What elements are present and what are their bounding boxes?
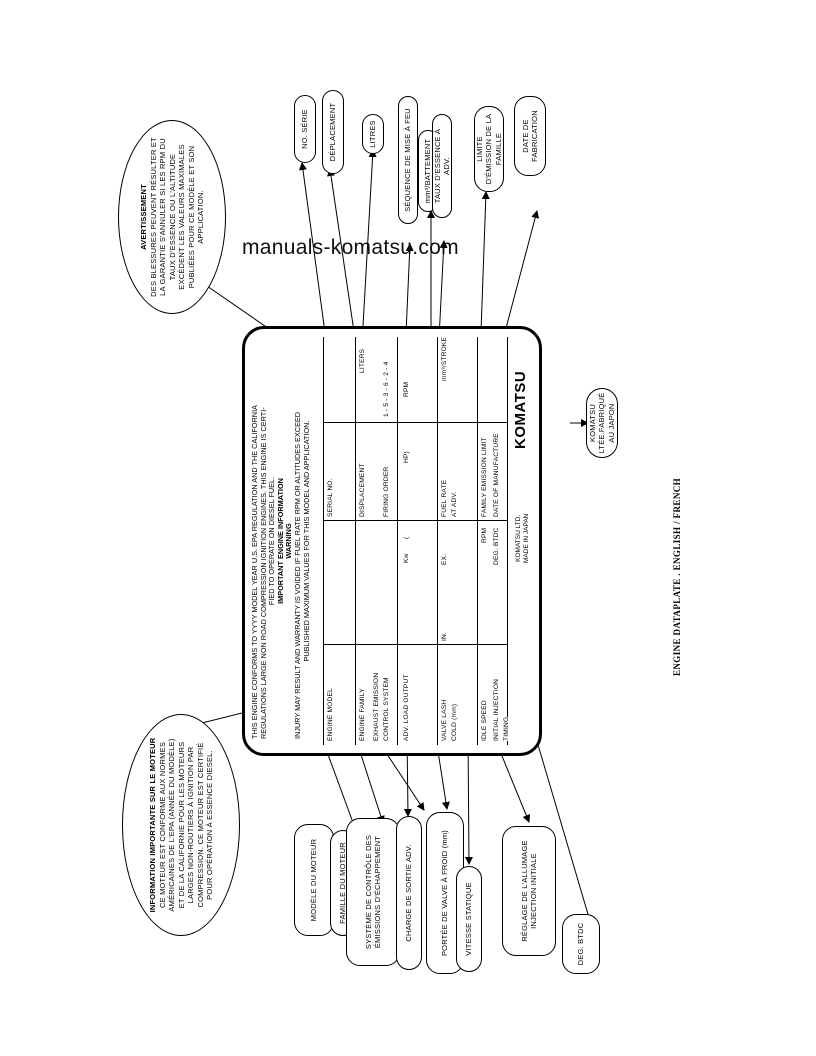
- figure-caption: ENGINE DATAPLATE . ENGLISH / FRENCH: [672, 477, 682, 676]
- cell-engine-family: ENGINE FAMILY: [359, 688, 366, 741]
- cell-init-2: TIMING: [503, 716, 510, 741]
- cell-hp: HP): [403, 451, 410, 463]
- label-vitesse: VITESSE STATIQUE: [456, 866, 482, 972]
- cell-in: IN.: [441, 631, 448, 641]
- cell-fuel-1: FUEL RATE: [441, 479, 448, 517]
- cell-date-mfr: DATE OF MANUFACTURE: [493, 433, 500, 517]
- plate-table: ENGINE MODEL SERIAL NO. ENGINE FAMILY DI…: [245, 329, 539, 753]
- label-taux: TAUX D'ESSENCE À ADV.: [432, 114, 452, 218]
- label-komatsu-ltee: KOMATSU LTÉE.FABRIQUÉ AU JAPON: [586, 388, 618, 458]
- cell-ex: EX.: [441, 553, 448, 565]
- label-charge: CHARGE DE SORTIE ADV.: [396, 816, 422, 970]
- label-date-fab: DATE DE FABRICATION: [514, 96, 546, 176]
- cell-stroke: mm³/STROKE: [441, 336, 448, 381]
- cell-rpm1: RPM: [403, 381, 410, 397]
- cell-firing-order: FIRING ORDER: [383, 466, 390, 517]
- cell-firing-values: 1 - 5 - 3 - 6 - 2 - 4: [383, 361, 390, 417]
- cell-fam-limit: FAMILY EMISSION LIMIT: [481, 437, 488, 517]
- label-deplacement: DÉPLACEMENT: [322, 90, 344, 174]
- cell-idle: IDLE SPEED: [481, 700, 488, 741]
- cell-kw: Kw: [403, 553, 410, 563]
- label-modele: MODÈLE DU MOTEUR: [294, 824, 334, 936]
- label-litres: LITRES: [362, 114, 384, 154]
- cell-liters: LITERS: [359, 348, 366, 373]
- cell-adv-load: ADV. LOAD OUTPUT: [403, 674, 410, 741]
- cell-btdc: DEG. BTDC: [493, 527, 500, 565]
- komatsu-logo: KOMATSU: [512, 370, 529, 449]
- dataplate: THIS ENGINE CONFORMS TO YYYY MODEL YEAR …: [242, 326, 542, 756]
- cell-rpm2: RPM: [481, 527, 488, 543]
- cell-init-1: INITIAL INJECTION: [493, 678, 500, 741]
- maker-info: KOMATSU LTD. MADE IN JAPAN: [515, 513, 531, 563]
- watermark-text: manuals-komatsu.com: [242, 236, 459, 259]
- cell-valve-2: COLD (mm): [451, 703, 458, 741]
- label-sequence: SÉQUENCE DE MISE À FEU: [398, 96, 418, 224]
- label-systeme: SYSTÈME DE CONTRÔLE DES ÉMISSIONS D'ÉCHA…: [346, 818, 400, 966]
- cell-valve-1: VALVE LASH: [441, 699, 448, 741]
- cell-engine-model: ENGINE MODEL: [327, 688, 334, 741]
- label-limite: LIMITE D'ÉMISSION DE LA FAMILLE: [474, 106, 504, 192]
- cell-fuel-2: AT ADV.: [451, 491, 458, 517]
- cell-exhaust-1: EXHAUST EMISSION: [373, 672, 380, 741]
- cell-serial-no: SERIAL NO.: [327, 478, 334, 517]
- label-deg-btdc: DEG. BTDC: [562, 914, 600, 974]
- label-reglage: RÉGLAGE DE L'ALLUMAGE INJECTION INITIALE: [502, 826, 556, 956]
- cell-displacement: DISPLACEMENT: [359, 463, 366, 517]
- label-no-serie: NO. SÉRIE: [294, 95, 316, 163]
- cell-hp-open: (: [403, 536, 410, 539]
- cell-exhaust-2: CONTROL SYSTEM: [383, 677, 390, 741]
